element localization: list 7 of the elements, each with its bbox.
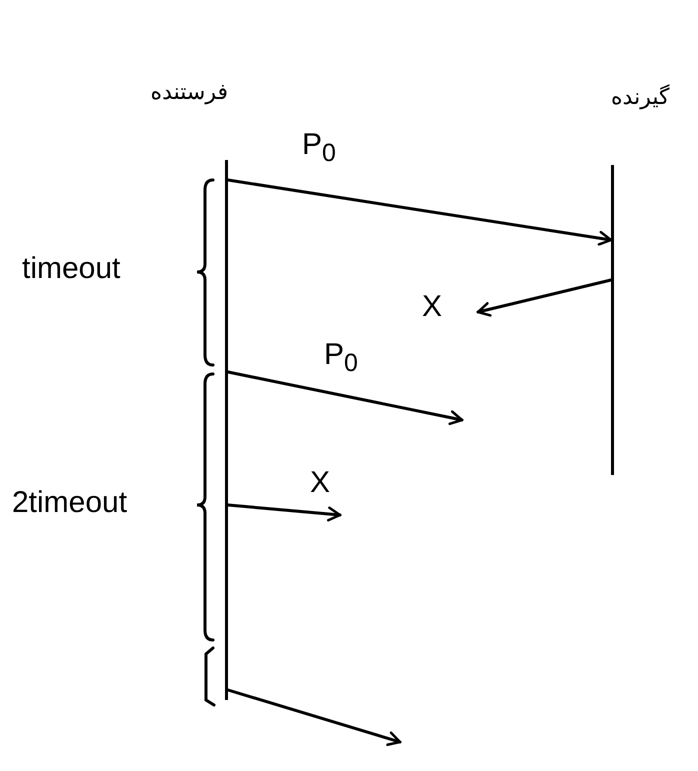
timeline-heading: گیرنده bbox=[611, 85, 670, 110]
arrow bbox=[226, 688, 402, 746]
arrow bbox=[226, 178, 612, 246]
timeline-heading: فرستنده bbox=[150, 80, 228, 105]
arrow bbox=[226, 504, 342, 522]
arrow bbox=[226, 370, 464, 426]
arrow bbox=[476, 278, 612, 317]
